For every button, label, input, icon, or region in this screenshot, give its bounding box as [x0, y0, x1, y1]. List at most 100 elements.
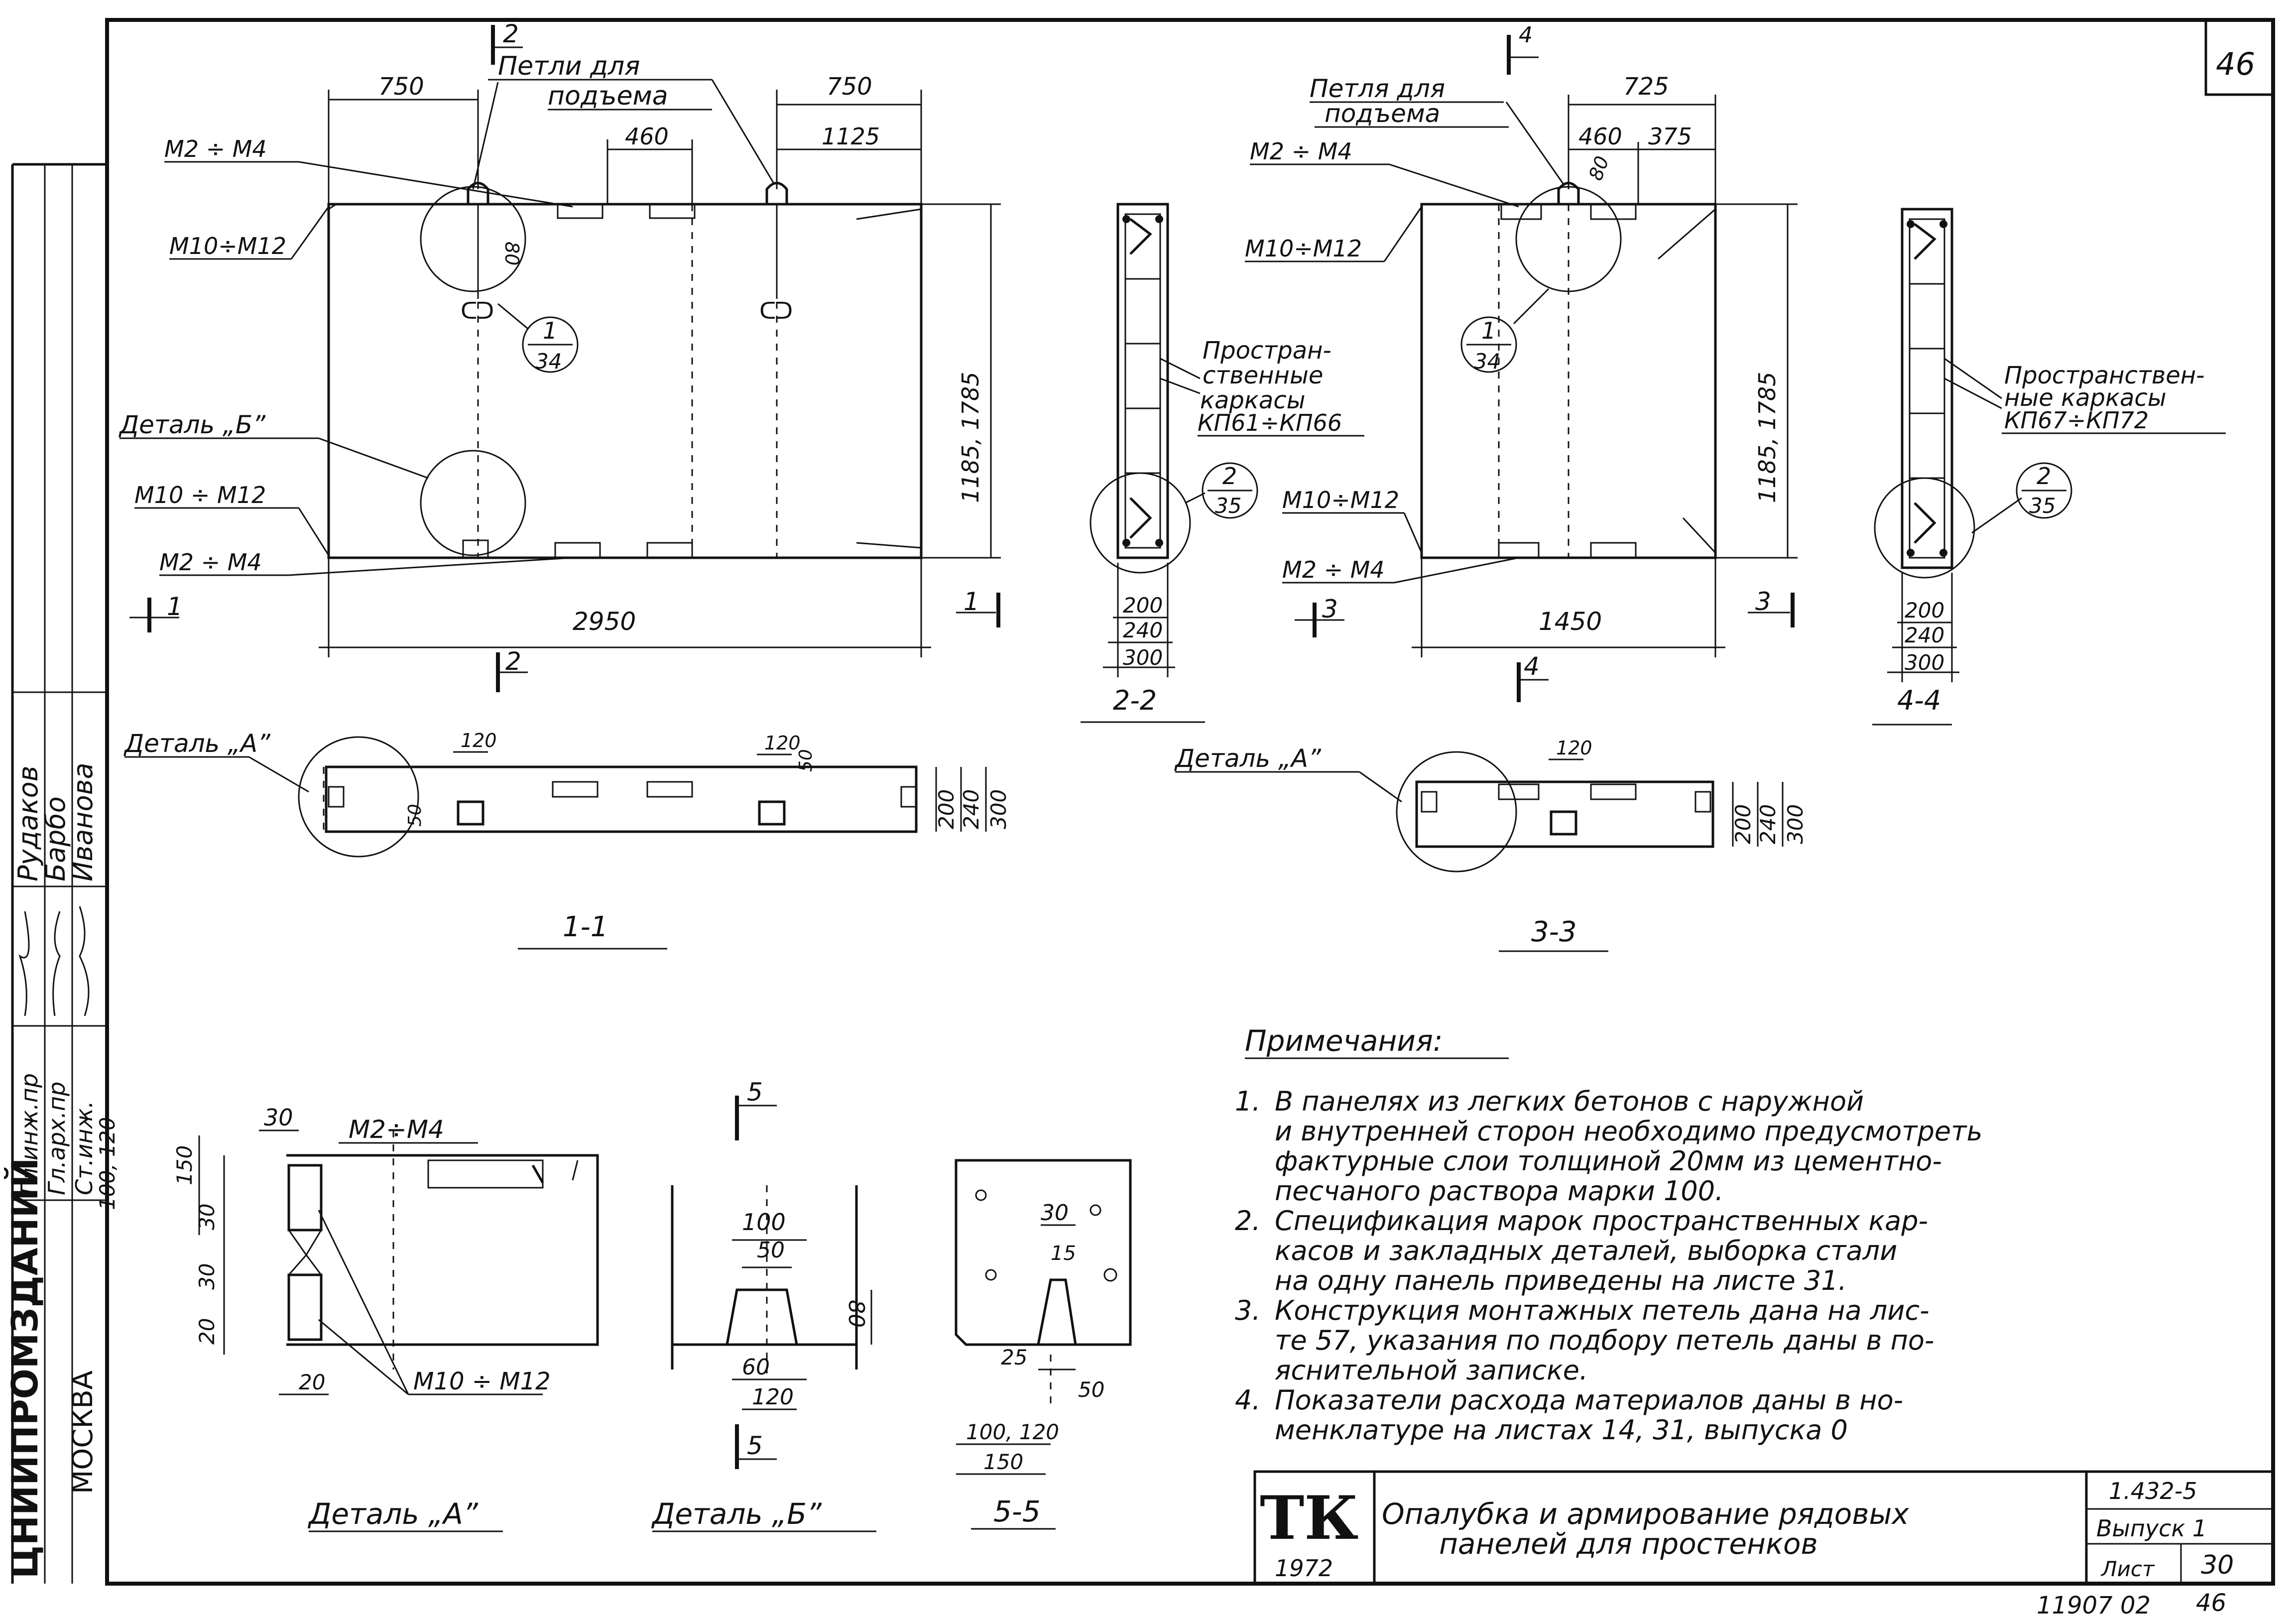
svg-text:2.: 2.: [1235, 1205, 1261, 1237]
section-5-5-title: 5-5: [993, 1494, 1041, 1528]
dim-725: 725: [1623, 73, 1669, 101]
svg-text:80: 80: [1584, 153, 1613, 183]
frames-range-2: КП67÷КП72: [2004, 407, 2149, 434]
sheet-frame: [105, 18, 2275, 1586]
panel-3-outline: [1420, 203, 1717, 559]
section-1-1: Деталь „А” 120 120 50 50 200 240 300 1-1: [123, 729, 1011, 950]
frames-range-1: КП61÷КП66: [1198, 409, 1342, 436]
svg-text:5: 5: [747, 1431, 763, 1460]
loop-label-2: подъема: [1325, 99, 1440, 128]
left-stamp: ЦНИИПРОМЗДАНИЙ МОСКВА Гл.инж.пр Гл.арх.п…: [4, 163, 107, 1584]
cut-marker-3: 3 3: [1295, 587, 1795, 637]
svg-text:100, 120: 100, 120: [95, 1117, 120, 1210]
svg-text:200: 200: [934, 789, 959, 829]
svg-text:30: 30: [195, 1263, 219, 1290]
svg-text:Показатели расхода материалов: Показатели расхода материалов даны в но-: [1275, 1384, 1903, 1416]
series: 1.432-5: [2109, 1478, 2197, 1504]
svg-text:150: 150: [983, 1450, 1023, 1474]
svg-text:300: 300: [1123, 645, 1163, 670]
svg-text:В панелях из легких бетонов с: В панелях из легких бетонов с наружной: [1275, 1086, 1864, 1117]
cut-marker-1: 1 1: [129, 587, 1000, 632]
m2m4-bot: М2 ÷ М4: [159, 549, 262, 576]
section-5-5: 30 15 25 50 100, 120 150 5-5: [955, 1159, 1132, 1530]
svg-text:на одну панель приведены на ли: на одну панель приведены на листе 31.: [1275, 1265, 1847, 1296]
title-line-2: панелей для простенков: [1439, 1527, 1818, 1561]
callout-2-35: [1202, 462, 1258, 519]
dim-750-left: 750: [378, 73, 424, 101]
stamp-role-3: Ст.инж.: [71, 1101, 98, 1195]
callout-2-35-b: [2016, 462, 2072, 519]
detail-b: 100 50 60 120 80 5 5 Деталь „Б”: [651, 1078, 876, 1532]
dim-375: 375: [1648, 123, 1692, 150]
frames-label-1: Простран-: [1203, 337, 1331, 365]
svg-text:35: 35: [1215, 494, 1241, 518]
svg-text:100, 120: 100, 120: [966, 1420, 1059, 1444]
svg-text:2: 2: [503, 19, 519, 48]
section-3-3: Деталь „А” 120 200 240 300 3-3: [1174, 737, 1808, 952]
svg-text:120: 120: [1556, 737, 1592, 759]
svg-text:2: 2: [2037, 463, 2051, 490]
svg-text:240: 240: [1756, 804, 1780, 844]
dim-width-1: 2950: [573, 607, 636, 636]
panel-1-outline: [327, 203, 923, 559]
callout-1-34-b: [1460, 316, 1517, 373]
signature-1: [18, 911, 30, 1016]
m10m12-bot-b: М10÷М12: [1282, 487, 1399, 513]
section-3-3-title: 3-3: [1531, 916, 1576, 948]
svg-text:те 57, указания по подбору пет: те 57, указания по подбору петель даны в…: [1275, 1325, 1934, 1356]
dim-750-right: 750: [827, 73, 872, 101]
svg-text:15: 15: [1051, 1242, 1076, 1265]
svg-text:60: 60: [742, 1355, 770, 1380]
svg-text:4: 4: [1519, 22, 1533, 48]
svg-text:200: 200: [1731, 804, 1755, 844]
cut-marker-4: 4 4: [1507, 22, 1549, 702]
notes-heading: Примечания:: [1245, 1024, 1443, 1058]
dim-height-3: 1185, 1785: [1754, 372, 1781, 503]
svg-text:120: 120: [752, 1384, 794, 1410]
footer-code: 11907 02: [2037, 1592, 2151, 1617]
svg-text:120: 120: [461, 730, 497, 751]
dim-height-1: 1185, 1785: [957, 372, 984, 503]
cut-marker-5: 5 5: [735, 1078, 777, 1469]
svg-text:300: 300: [1783, 804, 1808, 844]
svg-text:30: 30: [264, 1104, 293, 1131]
stamp-city: МОСКВА: [67, 1370, 99, 1494]
svg-text:4: 4: [1524, 652, 1540, 681]
svg-text:песчаного раствора марки 100.: песчаного раствора марки 100.: [1275, 1175, 1723, 1207]
dim-1125: 1125: [822, 123, 880, 150]
svg-text:50: 50: [757, 1238, 785, 1263]
notes: Примечания: 1. В панелях из легких бетон…: [1235, 1024, 1982, 1446]
m2m4-top-b: М2 ÷ М4: [1250, 138, 1352, 165]
section-4-4: 2 35 Пространствен- ные каркасы КП67÷КП7…: [1872, 208, 2226, 726]
svg-text:200: 200: [1123, 593, 1163, 618]
title-line-1: Опалубка и армирование рядовых: [1382, 1497, 1909, 1531]
svg-text:3: 3: [1322, 595, 1338, 623]
signature-2: [52, 911, 61, 1016]
svg-text:3.: 3.: [1235, 1295, 1261, 1326]
detail-a-m2m4: М2÷М4: [349, 1115, 444, 1144]
loops-label-2: подъема: [548, 81, 668, 111]
svg-text:80: 80: [501, 242, 523, 265]
svg-text:1: 1: [964, 587, 979, 616]
footer-page: 46: [2196, 1589, 2226, 1617]
dim-width-3: 1450: [1539, 607, 1602, 636]
m10m12-top: М10÷М12: [169, 233, 286, 259]
svg-text:80: 80: [844, 1300, 869, 1328]
detail-b-label: Деталь „Б”: [119, 410, 266, 439]
svg-text:30: 30: [195, 1204, 219, 1230]
tk-logo: ТК: [1260, 1483, 1358, 1553]
frames-label-2: Пространствен-: [2004, 362, 2204, 389]
m10m12-bot: М10 ÷ М12: [134, 482, 266, 508]
stamp-name-1: Рудаков: [12, 766, 44, 881]
cut-marker-2: 2 2: [491, 19, 528, 692]
svg-text:1: 1: [1481, 317, 1496, 344]
svg-text:100: 100: [742, 1209, 786, 1236]
svg-text:4.: 4.: [1235, 1384, 1261, 1416]
section-2-2: 2 35 Простран- ственные каркасы КП61÷КП6…: [1081, 203, 1364, 723]
svg-text:240: 240: [1905, 623, 1944, 647]
detail-a-title: Деталь „А”: [307, 1497, 479, 1531]
svg-text:2: 2: [1222, 463, 1237, 490]
svg-text:фактурные слои толщиной 20мм и: фактурные слои толщиной 20мм из цементно…: [1275, 1145, 1942, 1177]
sheet-label: Лист: [2100, 1557, 2155, 1581]
